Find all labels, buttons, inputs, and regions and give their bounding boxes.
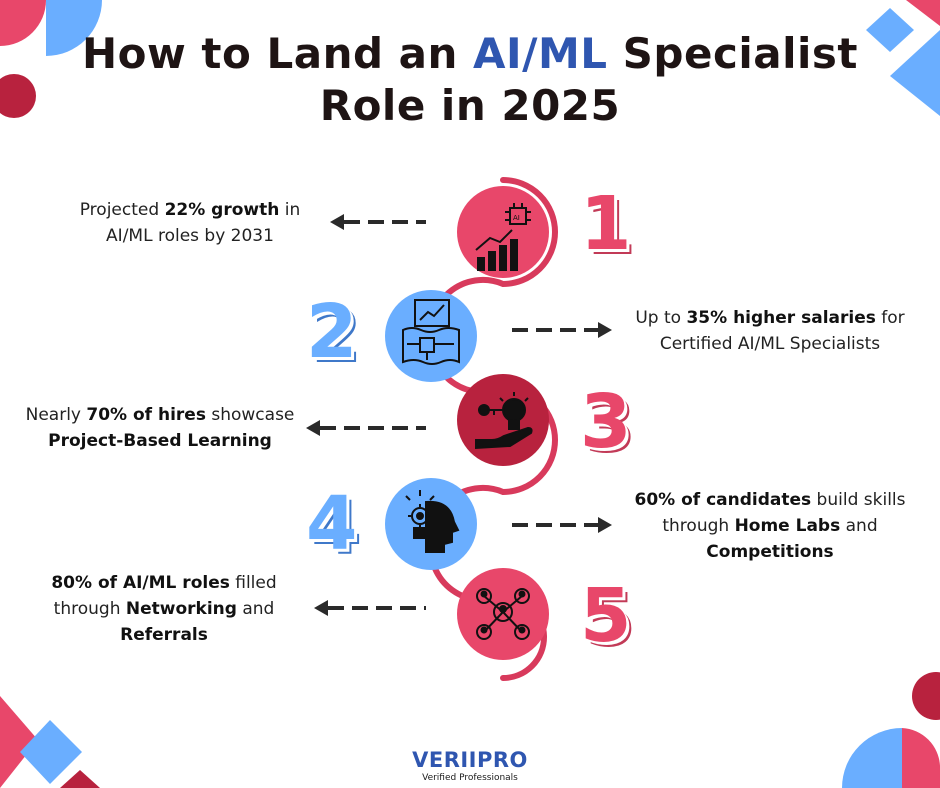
step-4-fact: 60% of candidates build skills through Ho… — [610, 487, 930, 565]
svg-text:AI: AI — [513, 214, 520, 222]
corner-shape-red — [0, 0, 46, 46]
page-title: How to Land an AI/ML Specialist Role in … — [81, 29, 858, 130]
fact-text: through — [662, 516, 735, 536]
fact-text: Up to — [635, 308, 687, 328]
arrow-step-1 — [330, 214, 426, 230]
ai-growth-chart-icon: AI — [475, 203, 531, 271]
fact-highlight: Referrals — [120, 625, 208, 645]
fact-text: Nearly — [25, 405, 87, 425]
fact-text: in — [279, 200, 301, 220]
corner-diamond-blue-large — [890, 30, 940, 116]
fact-text: for — [875, 308, 905, 328]
step-4-number: 4 — [306, 481, 358, 567]
fact-text: AI/ML roles by 2031 — [106, 226, 274, 246]
fact-text: Projected — [79, 200, 165, 220]
corner-quarter-blue-br — [842, 728, 902, 788]
arrow-step-3 — [306, 420, 426, 436]
step-1-number: 1 — [580, 181, 632, 267]
step-5-fact: 80% of AI/ML roles filled through Network… — [14, 570, 314, 648]
corner-triangle-red — [906, 0, 940, 26]
title-accent: AI/ML — [473, 29, 608, 78]
fact-highlight: 70% of hires — [86, 405, 206, 425]
brand-tagline: Verified Professionals — [422, 773, 518, 783]
network-people-icon — [476, 588, 530, 640]
fact-text: build skills — [811, 490, 906, 510]
fact-text: showcase — [205, 405, 295, 425]
head-gear-bulb-icon — [405, 490, 460, 553]
corner-diamond-blue — [866, 8, 914, 52]
arrow-step-2 — [512, 322, 612, 338]
fact-highlight: 80% of AI/ML roles — [51, 573, 230, 593]
fact-highlight: Competitions — [706, 542, 834, 562]
fact-highlight: Project-Based Learning — [48, 431, 272, 451]
corner-shape-blue — [46, 0, 102, 56]
step-2-number: 2 — [306, 289, 358, 375]
fact-text: through — [53, 599, 126, 619]
step-3-number: 3 — [580, 379, 632, 465]
fact-highlight: 60% of candidates — [634, 490, 812, 510]
fact-highlight: 22% growth — [164, 200, 280, 220]
step-5-circle — [457, 568, 549, 660]
corner-circle-dark-br — [912, 672, 940, 720]
step-2-circle — [385, 290, 477, 382]
arrow-step-4 — [512, 517, 612, 533]
fact-text: filled — [229, 573, 277, 593]
fact-highlight: 35% higher salaries — [686, 308, 876, 328]
corner-quarter-red-br — [902, 728, 940, 788]
corner-triangle-dark-bl — [60, 770, 100, 788]
fact-highlight: Networking — [125, 599, 237, 619]
idea-lightbulb-hand-icon — [475, 392, 533, 450]
fact-text: and — [840, 516, 878, 536]
fact-text: and — [236, 599, 275, 619]
step-5-number: 5 — [580, 573, 632, 659]
fact-highlight: Home Labs — [734, 516, 841, 536]
brand-logo: VERIIPRO — [412, 748, 528, 772]
corner-diamond-blue-bl — [20, 720, 82, 784]
corner-circle-dark — [0, 74, 36, 118]
salary-analytics-icon — [402, 299, 460, 365]
corner-triangle-red-bl — [0, 696, 38, 788]
fact-text: Certified AI/ML Specialists — [659, 334, 881, 354]
step-3-circle — [457, 374, 549, 466]
arrow-step-5 — [314, 600, 426, 616]
